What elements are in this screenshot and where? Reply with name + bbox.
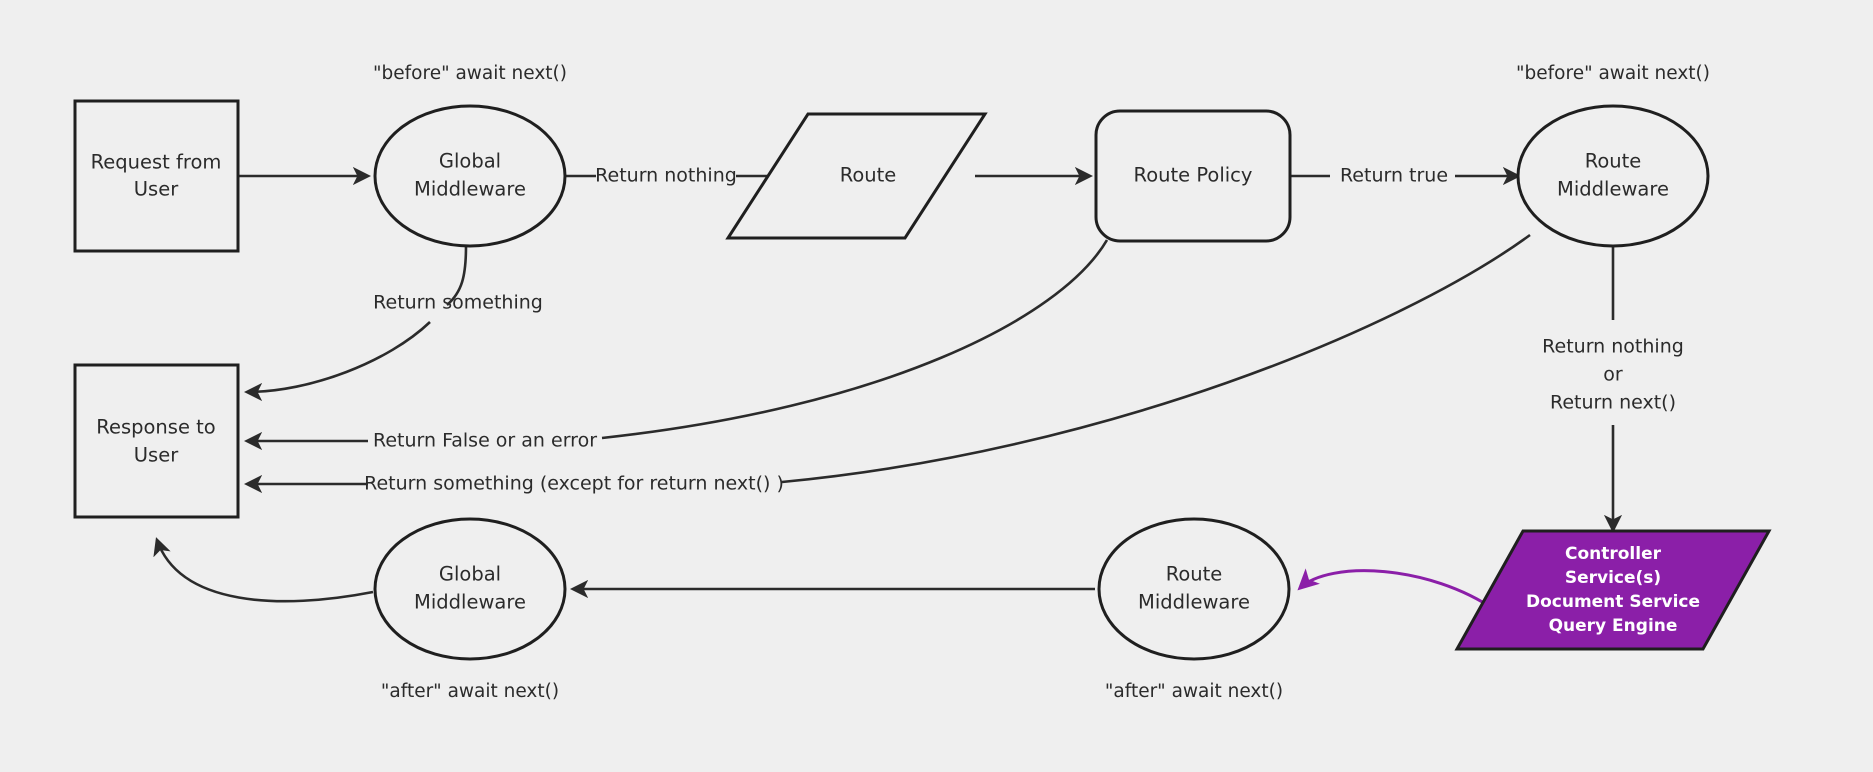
edge-label-return-something-except-next: Return something (except for return next… bbox=[364, 473, 784, 495]
edge-label-return-true: Return true bbox=[1340, 165, 1448, 187]
edge-label-return-something: Return something bbox=[373, 292, 543, 314]
annotations-layer: "before" await next() "before" await nex… bbox=[373, 63, 1710, 702]
request-from-user-label-line1: Request from bbox=[91, 151, 222, 174]
node-request-from-user[interactable]: Request from User bbox=[73, 99, 240, 253]
edge-routemw-to-response bbox=[781, 233, 1531, 484]
node-global-middleware-top[interactable]: Global Middleware bbox=[373, 104, 567, 248]
route-middleware-top-label-line1: Route bbox=[1585, 150, 1642, 173]
annotation-before-await-next-route: "before" await next() bbox=[1516, 63, 1710, 84]
edge-label-return-nothing-or-next-line1: Return nothing bbox=[1542, 336, 1684, 358]
controller-label-line4: Query Engine bbox=[1549, 616, 1678, 636]
edge-labels-layer: Return nothing Return true Return someth… bbox=[364, 165, 1684, 495]
global-middleware-bottom-label-line1: Global bbox=[439, 563, 501, 586]
annotation-after-await-next-route: "after" await next() bbox=[1105, 681, 1283, 702]
edge-label-return-nothing: Return nothing bbox=[595, 165, 737, 187]
response-to-user-label-line1: Response to bbox=[96, 416, 215, 439]
edge-label-return-nothing-or-next-line2: or bbox=[1603, 364, 1623, 386]
annotation-before-await-next-global: "before" await next() bbox=[373, 63, 567, 84]
node-route-middleware-bottom[interactable]: Route Middleware bbox=[1097, 517, 1291, 661]
edge-label-return-nothing-or-next-line3: Return next() bbox=[1550, 392, 1676, 414]
edge-label-return-false-or-error: Return False or an error bbox=[373, 430, 597, 452]
route-middleware-bottom-label-line1: Route bbox=[1166, 563, 1223, 586]
node-response-to-user[interactable]: Response to User bbox=[73, 363, 240, 519]
global-middleware-top-label-line1: Global bbox=[439, 150, 501, 173]
controller-label-line3: Document Service bbox=[1526, 592, 1700, 612]
edge-global-to-response bbox=[446, 245, 468, 306]
route-middleware-top-label-line2: Middleware bbox=[1557, 178, 1669, 201]
route-policy-label: Route Policy bbox=[1134, 164, 1253, 187]
node-route-middleware-top[interactable]: Route Middleware bbox=[1516, 104, 1710, 248]
global-middleware-bottom-label-line2: Middleware bbox=[414, 591, 526, 614]
node-controller-services[interactable]: Controller Service(s) Document Service Q… bbox=[1454, 529, 1772, 651]
response-to-user-label-line2: User bbox=[134, 444, 179, 467]
controller-label-line2: Service(s) bbox=[1565, 568, 1661, 588]
request-from-user-label-line2: User bbox=[134, 178, 179, 201]
annotation-after-await-next-global: "after" await next() bbox=[381, 681, 559, 702]
edge-global-to-response-tail bbox=[243, 321, 431, 402]
nodes-layer: Request from User Global Middleware Rout… bbox=[73, 99, 1772, 661]
route-middleware-bottom-label-line2: Middleware bbox=[1138, 591, 1250, 614]
node-global-middleware-bottom[interactable]: Global Middleware bbox=[373, 517, 567, 661]
route-label: Route bbox=[840, 164, 897, 187]
edges-layer bbox=[153, 166, 1623, 612]
edge-controller-to-routemw-bottom bbox=[1297, 568, 1496, 612]
edge-policy-to-response bbox=[601, 239, 1109, 440]
node-route[interactable]: Route bbox=[725, 112, 988, 240]
edge-globalmw-bottom-to-response bbox=[153, 537, 374, 603]
controller-label-line1: Controller bbox=[1565, 544, 1662, 564]
global-middleware-top-label-line2: Middleware bbox=[414, 178, 526, 201]
node-route-policy[interactable]: Route Policy bbox=[1094, 109, 1292, 243]
